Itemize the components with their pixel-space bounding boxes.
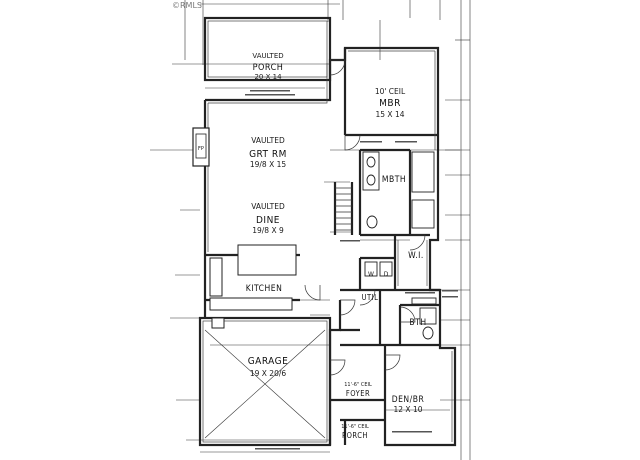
bath-fixtures	[362, 151, 437, 340]
walk-in-name: W.I.	[408, 251, 424, 261]
staircase	[335, 187, 352, 231]
foyer-name: FOYER	[346, 389, 370, 398]
porch-front-name: PORCH	[342, 431, 368, 440]
washer-label: W	[368, 271, 374, 278]
bath-name: BTH	[409, 318, 426, 328]
den-name: DEN/BR	[392, 395, 425, 405]
kitchen-name: KITCHEN	[246, 284, 283, 294]
dryer-label: D	[384, 271, 389, 278]
dine-line1: VAULTED	[251, 202, 285, 211]
porch-rear-line1: VAULTED	[252, 52, 283, 60]
garage-size: 19 X 20/6	[250, 369, 287, 378]
porch-rear-name: PORCH	[253, 63, 284, 73]
garage-lines	[204, 87, 326, 439]
dimension-lines	[150, 0, 471, 460]
porch-front-note: 11'-6" CEIL	[341, 424, 369, 430]
great-room-name: GRT RM	[249, 149, 287, 160]
walls	[198, 16, 457, 447]
construction-notes	[245, 90, 458, 450]
porch-rear-size: 20 X 14	[254, 73, 282, 81]
dine-size: 19/8 X 9	[252, 226, 284, 235]
door-swings	[304, 59, 426, 376]
master-bath-name: MBTH	[382, 175, 406, 185]
den-size: 12 X 10	[394, 405, 423, 414]
great-room-line1: VAULTED	[251, 136, 285, 145]
kitchen-fixtures	[209, 244, 297, 329]
room-labels: VAULTED PORCH 20 X 14 10' CEIL MBR 15 X …	[198, 52, 426, 440]
closet-shelves	[385, 240, 450, 411]
master-note: 10' CEIL	[375, 87, 406, 96]
foyer-note: 11'-6" CEIL	[344, 382, 372, 388]
master-size: 15 X 14	[376, 110, 405, 119]
fireplace	[192, 127, 210, 167]
watermark: ©RMLS	[172, 1, 202, 10]
utility-name: UTIL	[362, 293, 379, 302]
great-room-size: 19/8 X 15	[250, 160, 287, 169]
inner-wall-lines	[202, 20, 453, 443]
garage-name: GARAGE	[248, 356, 289, 367]
master-name: MBR	[379, 98, 401, 109]
fireplace-label: FP	[198, 146, 204, 152]
dine-name: DINE	[256, 215, 280, 226]
